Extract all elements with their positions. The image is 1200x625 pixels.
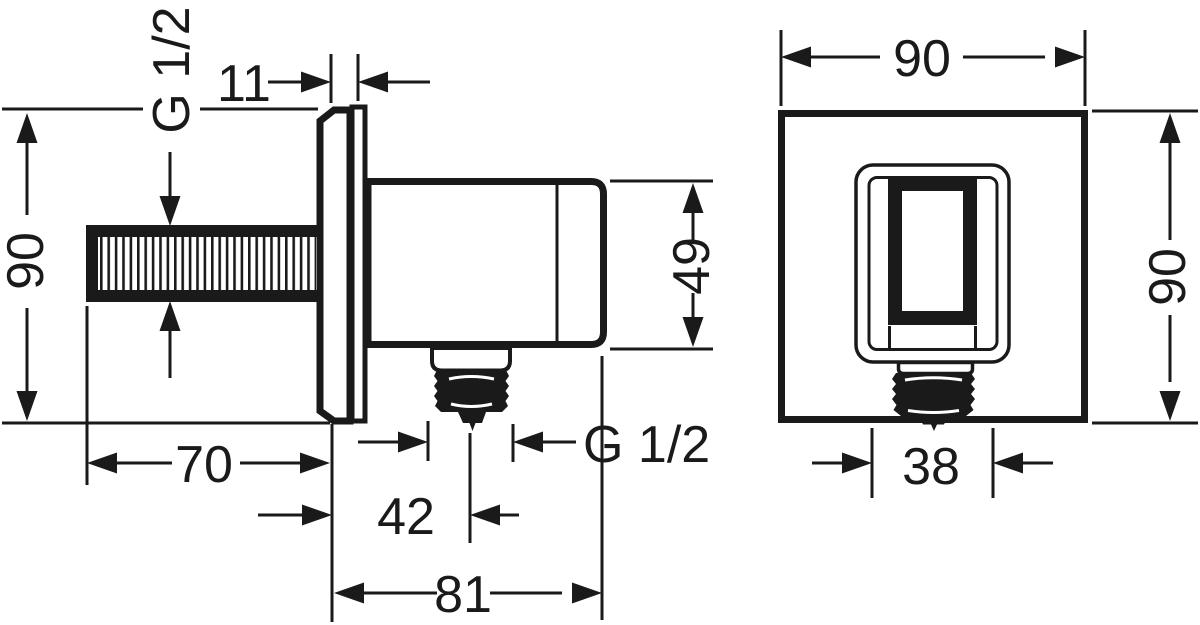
holder-ring	[888, 177, 977, 350]
arrow-right	[301, 71, 331, 93]
bottom-connector-side	[430, 346, 512, 431]
arrow-right	[302, 504, 332, 526]
arrow-left	[781, 46, 811, 68]
bottom-connector-front	[892, 360, 975, 431]
connector-thread	[434, 370, 509, 412]
outlet-body	[364, 178, 607, 348]
connector-collar	[430, 346, 512, 373]
wall-flange	[316, 104, 368, 425]
arrow-left	[513, 431, 543, 453]
arrow-up	[682, 183, 704, 213]
dim-body-height: 49	[610, 179, 721, 351]
arrow-right	[1055, 46, 1085, 68]
thread-highlight-top	[904, 376, 963, 382]
arrow-left	[87, 452, 117, 474]
connector-thread	[892, 373, 975, 416]
dim-label-70: 70	[175, 436, 233, 494]
dim-outlet-offset: 42	[258, 433, 519, 546]
dim-outlet-width: 38	[812, 428, 1053, 498]
pipe-bottom-edge	[86, 290, 318, 302]
dim-front-width: 90	[779, 30, 1087, 106]
dim-label-11: 11	[217, 55, 271, 113]
arrow-left	[358, 71, 388, 93]
arrow-down	[16, 391, 38, 421]
thread-highlight-bottom	[907, 409, 960, 414]
pipe-top-edge	[86, 225, 318, 237]
front-view: 90 90 38	[778, 30, 1198, 498]
body-outline	[364, 178, 607, 348]
dim-overall-depth: 81	[334, 356, 604, 624]
dim-label-thread-top: G 1/2	[143, 6, 201, 133]
arrow-right	[398, 431, 428, 453]
dim-label-height-90: 90	[0, 232, 55, 290]
connector-tip	[919, 416, 948, 431]
dim-flange-thickness: 11	[217, 54, 430, 113]
threaded-pipe	[86, 225, 318, 302]
flange-base-plate	[349, 104, 368, 424]
dim-front-height: 90	[1092, 109, 1198, 425]
dim-label-81: 81	[434, 566, 492, 624]
arrow-down	[682, 317, 704, 347]
flange-escutcheon	[316, 106, 354, 425]
connector-collar	[896, 360, 975, 376]
side-view: G 1/2 11 90	[0, 6, 721, 624]
dim-pipe-length: 70	[85, 306, 330, 494]
arrow-left	[470, 504, 500, 526]
thread-highlight-top	[448, 375, 495, 381]
arrow-right	[300, 452, 330, 474]
dim-label-49: 49	[663, 237, 721, 295]
dim-side-height: 90	[0, 107, 330, 425]
arrow-up	[1159, 113, 1181, 143]
arrow-up	[159, 301, 181, 331]
dim-label-front-width-90: 90	[893, 30, 951, 88]
arrow-left	[334, 582, 364, 604]
arrow-right	[842, 452, 872, 474]
dim-thread-top: G 1/2	[143, 6, 201, 378]
arrow-down	[1159, 391, 1181, 421]
pipe-end-cap	[86, 225, 98, 302]
dim-label-front-height-90: 90	[1139, 248, 1197, 306]
arrow-right	[572, 582, 602, 604]
dim-label-38: 38	[902, 438, 960, 496]
holder-ring-frame	[888, 177, 977, 325]
arrow-down	[159, 196, 181, 226]
dim-label-thread-bottom: G 1/2	[583, 416, 710, 474]
dim-label-42: 42	[377, 488, 435, 546]
thread-highlight-bottom	[450, 402, 493, 408]
arrow-up	[16, 113, 38, 143]
pipe-thread-hatch	[100, 237, 316, 290]
connector-tip	[458, 412, 486, 431]
dim-thread-bottom: G 1/2	[358, 416, 710, 474]
arrow-left	[993, 452, 1023, 474]
